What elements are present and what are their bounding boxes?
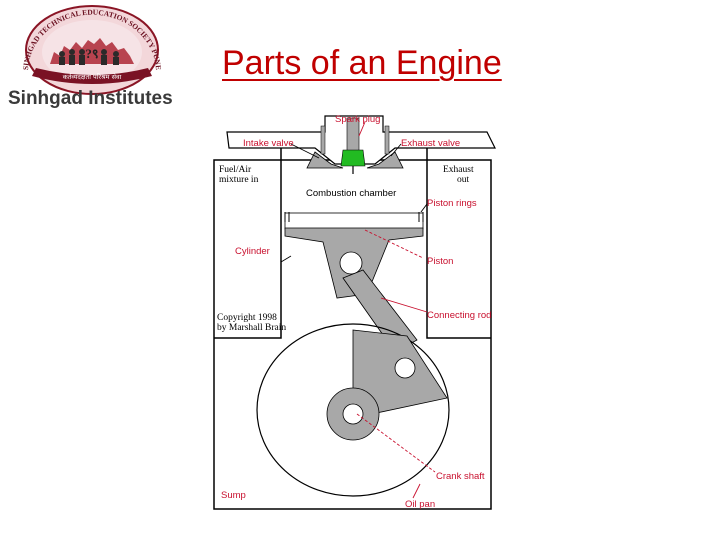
logo-ribbon — [32, 68, 152, 84]
cylinder-walls — [214, 148, 491, 339]
label-exhaust-out-1: Exhaust — [443, 165, 474, 175]
cylinder-head — [226, 115, 496, 165]
wrist-pin — [339, 251, 363, 275]
logo-name: Sinhgad Institutes — [8, 88, 173, 108]
label-piston-rings: Piston rings — [427, 198, 477, 209]
page-title: Parts of an Engine — [222, 44, 502, 82]
piston-head — [284, 212, 424, 230]
engine-diagram: Spark plug Intake valve Exhaust valve Fu… — [213, 114, 496, 510]
logo-figures — [59, 49, 119, 65]
exhaust-valve — [366, 151, 404, 169]
logo-ribbon-text: कर्तव्यदक्षता परिश्रम सेवा — [63, 73, 122, 81]
diagram-frame — [213, 159, 492, 510]
label-copyright-2: by Marshall Brain — [217, 323, 286, 333]
crank-case-circle — [256, 323, 450, 497]
label-piston: Piston — [427, 256, 453, 267]
spark-plug — [340, 149, 366, 167]
label-sump: Sump — [221, 490, 246, 501]
label-fuel-air-1: Fuel/Air — [219, 165, 252, 175]
exhaust-valve-stem — [384, 125, 390, 155]
label-connecting-rod: Connecting rod — [427, 310, 491, 321]
sinhgad-logo: SINHGAD TECHNICAL EDUCATION SOCIETY PUNE… — [8, 5, 173, 108]
label-cylinder: Cylinder — [235, 246, 270, 257]
logo-monogram: ?९ — [85, 46, 98, 61]
label-crank-shaft: Crank shaft — [436, 471, 485, 482]
label-spark-plug: Spark plug — [335, 114, 380, 125]
crank-pin — [394, 357, 416, 379]
leader-lines — [280, 121, 436, 499]
label-combustion-chamber: Combustion chamber — [306, 188, 396, 199]
label-intake-valve: Intake valve — [243, 138, 294, 149]
label-copyright-1: Copyright 1998 — [217, 313, 277, 323]
piston-rings — [284, 212, 424, 222]
label-exhaust-valve: Exhaust valve — [401, 138, 460, 149]
label-exhaust-out-2: out — [457, 175, 470, 185]
label-oil-pan: Oil pan — [405, 499, 435, 510]
label-fuel-air-2: mixture in — [219, 175, 259, 185]
crank-shaft-hole — [342, 403, 364, 425]
intake-valve-stem — [320, 125, 326, 155]
